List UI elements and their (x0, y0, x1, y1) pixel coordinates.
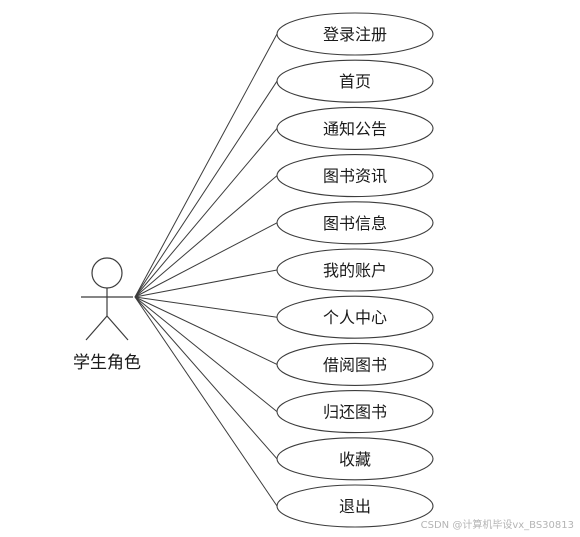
use-case-label: 收藏 (339, 450, 371, 469)
use-case-label: 首页 (339, 72, 371, 91)
association-line-book-info (134, 222, 278, 298)
actor-student: 学生角色 (73, 257, 141, 373)
use-case-borrow-books: 借阅图书 (276, 342, 434, 386)
use-case-ellipse (276, 248, 434, 292)
use-case-label: 退出 (339, 497, 371, 516)
use-case-ellipse (276, 154, 434, 198)
use-case-login-register: 登录注册 (276, 12, 434, 56)
use-case-label: 图书资讯 (323, 167, 387, 186)
association-line-logout (134, 296, 278, 507)
association-line-favorites (134, 296, 278, 460)
use-case-logout: 退出 (276, 484, 434, 528)
association-line-login-register (134, 33, 278, 298)
use-case-label: 登录注册 (323, 25, 387, 44)
actor-right-leg (106, 315, 129, 341)
use-case-book-news: 图书资讯 (276, 154, 434, 198)
use-case-ellipse (276, 390, 434, 434)
use-case-ellipse (276, 342, 434, 386)
watermark: CSDN @计算机毕设vx_BS30813 (420, 520, 574, 531)
use-case-ellipse (276, 59, 434, 103)
use-case-label: 我的账户 (323, 261, 387, 280)
use-case-label: 图书信息 (323, 214, 387, 233)
association-line-book-news (134, 175, 278, 298)
use-case-ellipse (276, 106, 434, 150)
use-case-home: 首页 (276, 59, 434, 103)
association-lines (134, 33, 278, 507)
actor-name: 学生角色 (73, 353, 141, 373)
use-case-label: 借阅图书 (323, 355, 387, 374)
association-line-personal-center (134, 296, 278, 318)
use-case-label: 归还图书 (323, 403, 387, 422)
association-line-my-account (134, 269, 278, 298)
use-case-personal-center: 个人中心 (276, 295, 434, 339)
use-case-my-account: 我的账户 (276, 248, 434, 292)
association-line-borrow-books (134, 296, 278, 365)
actor-left-leg (85, 315, 108, 341)
actor-head (91, 257, 123, 289)
use-case-ellipse (276, 437, 434, 481)
association-line-announcements (134, 128, 278, 298)
use-case-favorites: 收藏 (276, 437, 434, 481)
use-case-ellipse (276, 295, 434, 339)
use-case-book-info: 图书信息 (276, 201, 434, 245)
association-line-return-books (134, 296, 278, 412)
use-case-ellipse (276, 484, 434, 528)
association-line-home (134, 80, 278, 298)
use-case-announcements: 通知公告 (276, 106, 434, 150)
use-case-label: 通知公告 (323, 119, 387, 138)
use-case-label: 个人中心 (323, 308, 387, 327)
use-case-ellipse (276, 201, 434, 245)
use-case-ellipse (276, 12, 434, 56)
use-case-return-books: 归还图书 (276, 390, 434, 434)
